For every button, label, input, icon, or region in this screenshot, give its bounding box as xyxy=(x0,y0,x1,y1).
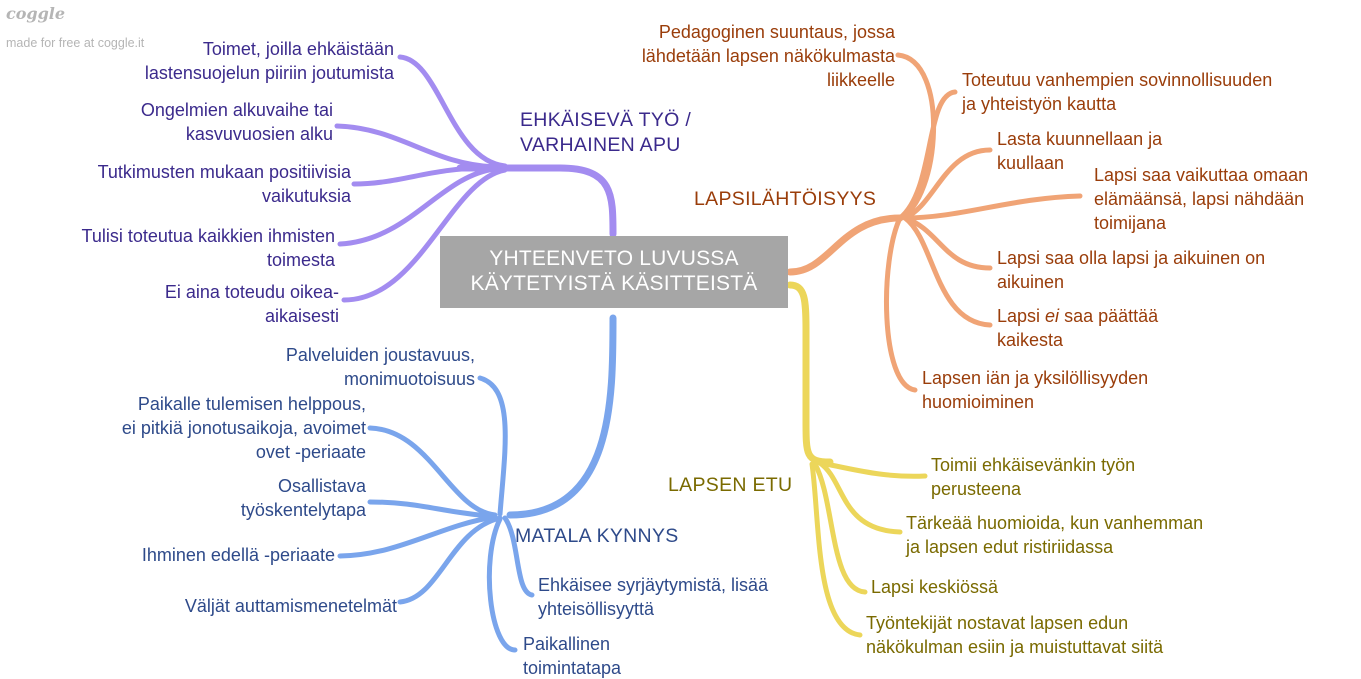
orange-line-3 xyxy=(902,147,993,221)
heading-ehkaiseva-tyo[interactable]: EHKÄISEVÄ TYÖ / VARHAINEN APU xyxy=(520,109,692,156)
orange-line-2 xyxy=(897,89,958,221)
node-orange-6[interactable]: Lapsi ei saa päättää kaikesta xyxy=(997,304,1158,352)
orange-line-4 xyxy=(902,193,1083,221)
yellow-line-2 xyxy=(817,460,903,535)
blue-branch-lines xyxy=(337,314,617,653)
heading-lapsilahtoisyys[interactable]: LAPSILÄHTÖISYYS xyxy=(694,188,877,210)
orange-branch-lines xyxy=(786,52,1083,393)
yellow-main-line xyxy=(786,281,834,466)
node-yellow-1[interactable]: Toimii ehkäisevänkin työn perusteena xyxy=(931,455,1136,499)
yellow-line-1 xyxy=(812,459,928,479)
node-purple-2[interactable]: Ongelmien alkuvaihe tai kasvuvuosien alk… xyxy=(140,100,333,144)
blue-line-6 xyxy=(502,515,535,598)
node-blue-2[interactable]: Paikalle tulemisen helppous, ei pitkiä j… xyxy=(121,394,366,462)
blue-line-1 xyxy=(477,375,508,517)
purple-line-3 xyxy=(351,165,488,187)
orange-line-7 xyxy=(884,215,918,393)
node-yellow-4[interactable]: Työntekijät nostavat lapsen edun näkökul… xyxy=(866,613,1164,657)
orange-line-6 xyxy=(902,215,993,328)
node-orange-6-emphasis: ei xyxy=(1045,306,1060,326)
node-orange-3[interactable]: Lasta kuunnellaan ja kuullaan xyxy=(997,129,1163,173)
node-blue-5[interactable]: Väljät auttamismenetelmät xyxy=(184,596,397,616)
blue-line-2 xyxy=(367,425,498,518)
node-orange-5[interactable]: Lapsi saa olla lapsi ja aikuinen on aiku… xyxy=(997,248,1266,292)
node-orange-4[interactable]: Lapsi saa vaikuttaa omaan elämäänsä, lap… xyxy=(1094,165,1309,233)
node-purple-4[interactable]: Tulisi toteutua kaikkien ihmisten toimes… xyxy=(81,226,335,270)
purple-line-4 xyxy=(337,166,498,247)
node-orange-1[interactable]: Pedagoginen suuntaus, jossa lähdetään la… xyxy=(641,22,895,90)
purple-branch-lines xyxy=(334,54,617,303)
orange-line-5 xyxy=(902,215,993,271)
node-blue-6[interactable]: Ehkäisee syrjäytymistä, lisää yhteisölli… xyxy=(538,575,769,619)
blue-line-4 xyxy=(337,514,498,559)
central-topic-node[interactable]: YHTEENVETO LUVUSSA KÄYTETYISTÄ KÄSITTEIS… xyxy=(440,236,788,308)
heading-matala-kynnys[interactable]: MATALA KYNNYS xyxy=(515,525,679,547)
blue-line-7 xyxy=(486,516,518,653)
purple-main-line xyxy=(456,164,617,238)
node-blue-4[interactable]: Ihminen edellä -periaate xyxy=(141,545,335,565)
purple-line-5 xyxy=(341,167,508,303)
node-purple-1[interactable]: Toimet, joilla ehkäistään lastensuojelun… xyxy=(144,39,394,83)
blue-main-line xyxy=(506,314,617,519)
node-blue-1[interactable]: Palveluiden joustavuus, monimuotoisuus xyxy=(285,345,475,389)
node-purple-5[interactable]: Ei aina toteudu oikea- aikaisesti xyxy=(164,282,339,326)
purple-line-2 xyxy=(334,123,498,170)
node-blue-3[interactable]: Osallistava työskentelytapa xyxy=(240,476,366,520)
yellow-branch-lines xyxy=(786,281,928,638)
node-orange-7[interactable]: Lapsen iän ja yksilöllisyyden huomioimin… xyxy=(922,368,1149,412)
yellow-line-3 xyxy=(812,461,868,595)
yellow-line-4 xyxy=(809,461,863,638)
blue-line-5 xyxy=(397,515,503,605)
orange-main-line xyxy=(786,214,904,276)
node-purple-3[interactable]: Tutkimusten mukaan positiivisia vaikutuk… xyxy=(97,162,351,206)
heading-lapsen-etu[interactable]: LAPSEN ETU xyxy=(668,474,793,496)
made-for-free-note: made for free at coggle.it xyxy=(6,36,145,50)
node-yellow-2[interactable]: Tärkeää huomioida, kun vanhemman ja laps… xyxy=(906,513,1204,557)
node-yellow-3[interactable]: Lapsi keskiössä xyxy=(871,577,999,597)
purple-line-1 xyxy=(397,54,508,169)
node-orange-2[interactable]: Toteutuu vanhempien sovinnollisuuden ja … xyxy=(962,70,1273,114)
node-orange-6-after: saa päättää kaikesta xyxy=(997,306,1159,350)
coggle-logo: coggle xyxy=(6,4,66,23)
node-blue-7[interactable]: Paikallinen toimintatapa xyxy=(523,634,622,678)
blue-line-3 xyxy=(367,499,493,519)
node-orange-6-before: Lapsi xyxy=(997,306,1046,326)
